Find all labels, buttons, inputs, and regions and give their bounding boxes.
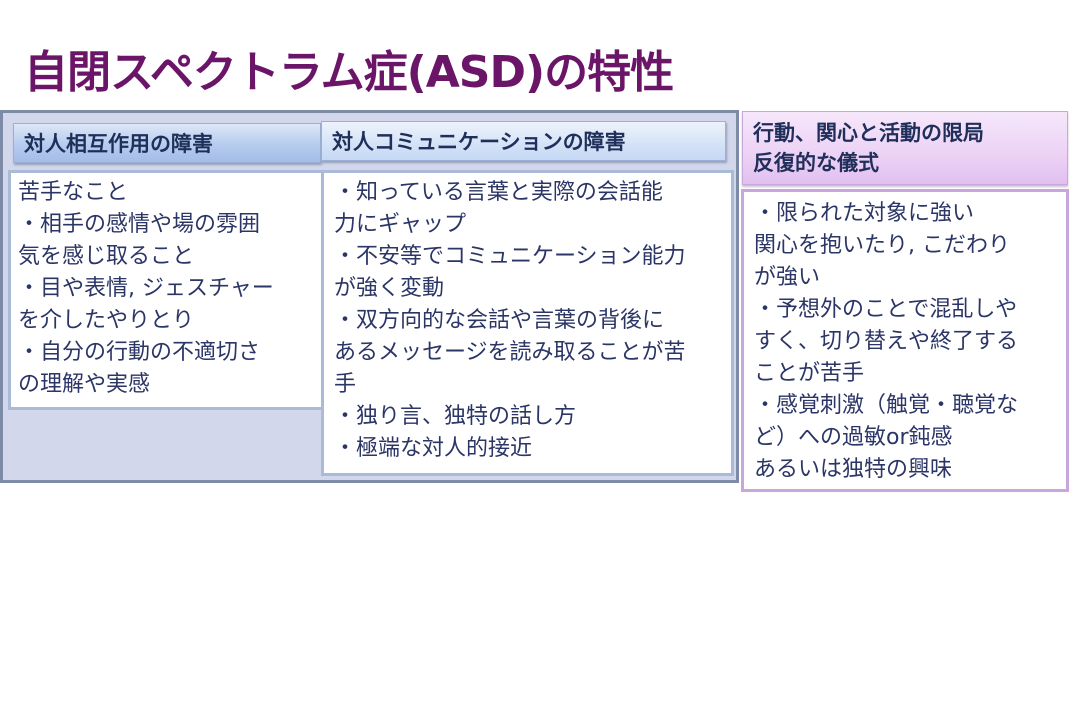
list-item: ・予想外のことで混乱しや: [754, 297, 1018, 322]
list-item: ・相手の感情や場の雰囲: [18, 212, 261, 237]
list-item: ・感覚刺激（触覚・聴覚な: [754, 393, 1019, 418]
list-item: の理解や実感: [18, 372, 151, 397]
list-item: ・知っている言葉と実際の会話能: [334, 180, 663, 205]
list-item: あるいは独特の興味: [754, 457, 953, 482]
list-item: すく、切り替えや終了する: [754, 329, 1019, 354]
social-interaction-header: 対人相互作用の障害: [13, 123, 321, 163]
list-item: 手: [334, 372, 357, 397]
header-line: 反復的な儀式: [753, 151, 879, 175]
header-line: 行動、関心と活動の限局: [753, 121, 984, 145]
list-item: 気を感じ取ること: [18, 244, 195, 269]
list-item: 関心を抱いたり, こだわり: [754, 233, 1010, 258]
list-item: を介したやりとり: [18, 308, 195, 333]
list-item: ・自分の行動の不適切さ: [18, 340, 261, 365]
restricted-behavior-content: ・限られた対象に強い 関心を抱いたり, こだわり が強い ・予想外のことで混乱し…: [741, 189, 1069, 492]
social-communication-content: ・知っている言葉と実際の会話能 力にギャップ ・不安等でコミュニケーション能力 …: [321, 170, 734, 476]
list-item: ・限られた対象に強い: [754, 201, 975, 226]
list-item: ・目や表情, ジェスチャー: [18, 276, 274, 301]
list-item: が強く変動: [334, 276, 445, 301]
restricted-behavior-header: 行動、関心と活動の限局 反復的な儀式: [742, 111, 1068, 185]
list-item: ことが苦手: [754, 361, 865, 386]
list-item: 苦手なこと: [18, 180, 129, 205]
list-item: ・双方向的な会話や言葉の背後に: [334, 308, 665, 333]
list-item: ・極端な対人的接近: [334, 436, 533, 461]
slide-title: 自閉スペクトラム症(ASD)の特性: [24, 47, 674, 98]
list-item: ・独り言、独特の話し方: [334, 404, 577, 429]
list-item: ど）への過敏or鈍感: [754, 425, 953, 450]
list-item: 力にギャップ: [334, 212, 467, 237]
list-item: が強い: [754, 265, 821, 290]
social-communication-header: 対人コミュニケーションの障害: [321, 121, 726, 161]
social-interaction-content: 苦手なこと ・相手の感情や場の雰囲 気を感じ取ること ・目や表情, ジェスチャー…: [8, 170, 324, 410]
list-item: あるメッセージを読み取ることが苦: [334, 340, 686, 365]
social-deficits-panel: 対人相互作用の障害 対人コミュニケーションの障害 苦手なこと ・相手の感情や場の…: [0, 110, 739, 483]
list-item: ・不安等でコミュニケーション能力: [334, 244, 686, 269]
